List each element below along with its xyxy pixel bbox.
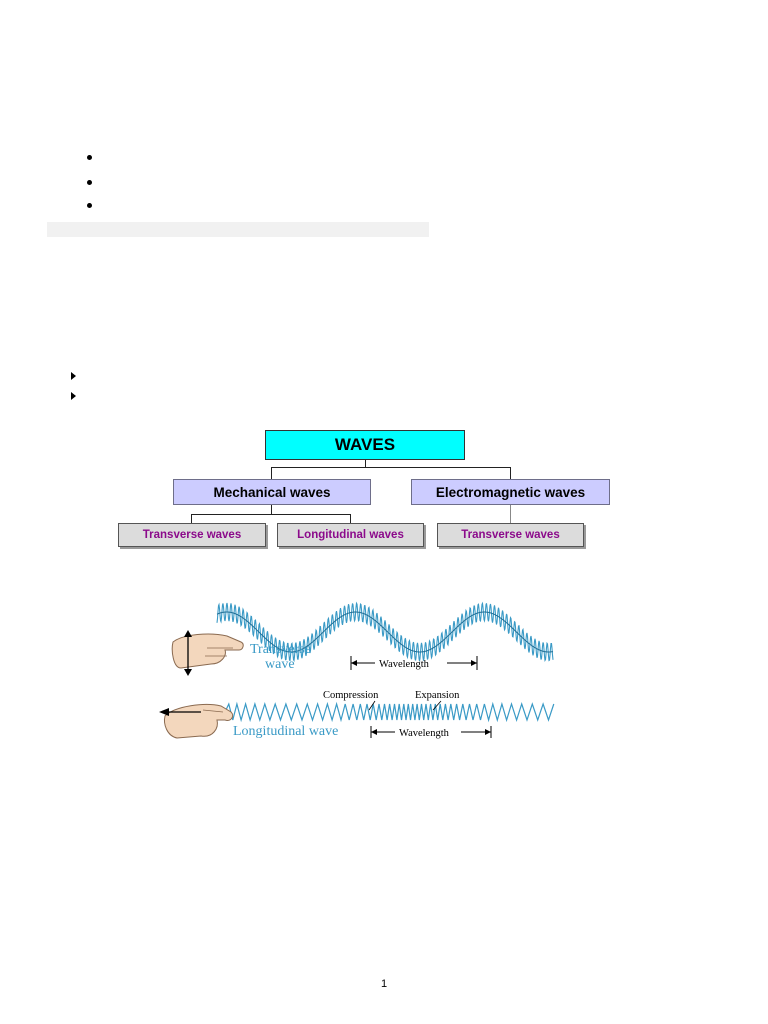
wavelength-marker-bottom [370,726,492,738]
transverse-label-line2: wave [265,657,295,672]
shaded-bar [47,222,429,237]
connector-root-down [365,460,366,467]
connector-em-sub [510,505,511,523]
left-arrow-icon [159,708,201,716]
wave-illustration: Transverse wave Wavelength Compression E… [159,601,555,739]
wavelength-marker-top [350,656,478,670]
em-transverse-box: Transverse waves [437,523,584,547]
longitudinal-label: Longitudinal wave [233,724,338,739]
up-down-arrow-icon [184,630,192,676]
hand-icon [171,633,244,669]
wavelength-label-top: Wavelength [379,659,430,670]
connector-h-top [271,467,511,468]
connector-trans-down [191,514,192,523]
mech-transverse-box: Transverse waves [118,523,266,547]
arrow-bullet-1 [71,372,76,380]
expansion-label: Expansion [415,690,460,701]
hand-icon-2 [164,703,234,739]
connector-long-down [350,514,351,523]
transverse-spring-core [216,611,554,653]
connector-em-down [510,467,511,479]
waves-root-box: WAVES [265,430,465,460]
wavelength-label-bottom: Wavelength [399,728,450,739]
mechanical-waves-box: Mechanical waves [173,479,371,505]
list-bullet-1 [87,155,92,160]
transverse-spring [216,601,554,663]
connector-h-mech [191,514,351,515]
compression-label: Compression [323,690,379,701]
longitudinal-spring [224,701,555,723]
mech-longitudinal-box: Longitudinal waves [277,523,424,547]
transverse-label-line1: Transverse [250,642,311,657]
list-bullet-2 [87,180,92,185]
connector-mech-down [271,467,272,479]
list-bullet-3 [87,203,92,208]
page-number: 1 [380,978,388,990]
arrow-bullet-2 [71,392,76,400]
connector-mech-sub [271,505,272,514]
electromagnetic-waves-box: Electromagnetic waves [411,479,610,505]
